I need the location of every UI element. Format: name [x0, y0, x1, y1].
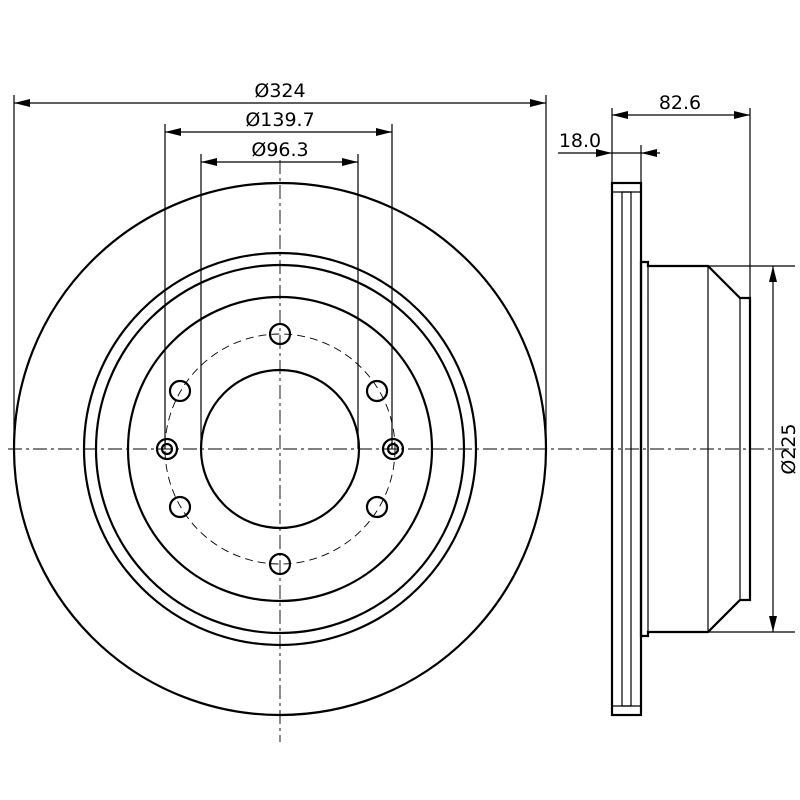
bolt-circle [164, 333, 396, 565]
stud-hole-counterbore [386, 442, 400, 456]
stud-hole [168, 379, 192, 403]
overall-height-label: 82.6 [659, 92, 701, 114]
stud-hole [365, 495, 389, 519]
stud-hole [155, 437, 179, 461]
dim-center-bore-diameter: Ø96.3 [200, 139, 359, 449]
front-view: Ø324 Ø139.7 Ø96.3 [8, 80, 600, 742]
disc-thickness-label: 18.0 [559, 130, 601, 152]
stud-hole-counterbore [160, 442, 174, 456]
stud-holes [155, 322, 405, 576]
hat-inner-circle [126, 295, 434, 603]
dim-hat-diameter: Ø225 [708, 265, 800, 633]
stud-hole [381, 437, 405, 461]
bolt-circle-diameter-label: Ø139.7 [245, 109, 314, 131]
center-bore-diameter-label: Ø96.3 [251, 139, 308, 161]
friction-ring-inner-circle [82, 251, 478, 647]
hat-outer-circle [94, 263, 466, 635]
outer-diameter-label: Ø324 [254, 80, 305, 102]
stud-hole [365, 379, 389, 403]
stud-hole [168, 495, 192, 519]
stud-hole [268, 322, 292, 346]
dim-bolt-circle-diameter: Ø139.7 [164, 109, 393, 449]
stud-hole [268, 552, 292, 576]
hat-diameter-label: Ø225 [778, 423, 800, 474]
dim-outer-diameter: Ø324 [13, 80, 547, 449]
dim-disc-thickness: 18.0 [558, 130, 660, 183]
side-view: 82.6 18.0 Ø225 [558, 92, 800, 717]
